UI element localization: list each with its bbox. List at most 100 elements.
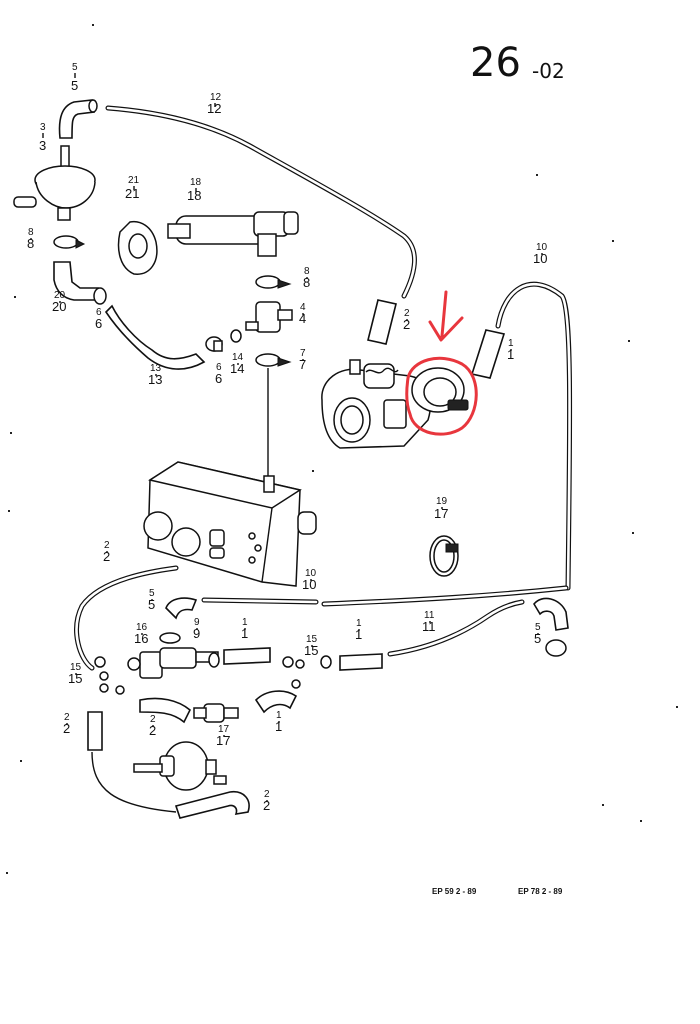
part-label-top: 16 xyxy=(136,622,148,633)
highlight-circle xyxy=(405,356,478,436)
part-label-top: 2 xyxy=(404,308,410,319)
part-elbow-hose xyxy=(58,99,98,139)
part-label-bottom: 15 xyxy=(304,643,318,658)
part-label-bottom: 8 xyxy=(27,236,34,251)
part-label-top: 1 xyxy=(508,338,514,349)
part-clip xyxy=(53,235,86,249)
part-label-bottom: 2 xyxy=(403,317,410,332)
page-number: 26 -02 xyxy=(470,40,565,86)
part-label-bottom: 9 xyxy=(193,626,200,641)
part-sensor xyxy=(167,211,299,257)
page-number-main: 26 xyxy=(470,40,521,86)
page-number-suffix: -02 xyxy=(532,59,565,83)
part-label-bottom: 7 xyxy=(299,357,306,372)
part-label-top: 10 xyxy=(536,242,548,253)
footer: EP 59 2 - 89 EP 78 2 - 89 xyxy=(432,887,563,896)
part-label-top: 3 xyxy=(40,122,46,133)
part-label-top: 14 xyxy=(232,352,244,363)
part-label-top: 17 xyxy=(218,724,230,735)
part-label-top: 5 xyxy=(72,62,78,73)
part-vacuum-unit xyxy=(13,145,96,221)
part-lower-return-tube xyxy=(91,751,177,813)
part-lower-tube-10 xyxy=(201,585,569,607)
part-label-top: 10 xyxy=(305,568,317,579)
part-label-top: 18 xyxy=(190,177,202,188)
part-bracket xyxy=(117,220,158,275)
part-label-bottom: 4 xyxy=(299,311,306,326)
labels: 5 5 3 3 12 12 21 21 18 18 8 8 20 20 6 6 … xyxy=(27,62,548,813)
highlight-annotation xyxy=(405,290,478,436)
part-loop-tube xyxy=(495,281,573,591)
part-t-piece xyxy=(245,275,293,478)
part-label-bottom: 5 xyxy=(148,597,155,612)
part-label-top: 15 xyxy=(306,634,318,645)
part-label-top: 5 xyxy=(535,622,541,633)
part-label-top: 2 xyxy=(150,714,156,725)
part-elbow-small xyxy=(165,597,569,657)
part-label-top: 21 xyxy=(128,175,140,186)
part-label-top: 1 xyxy=(356,618,362,629)
part-label-top: 20 xyxy=(54,290,66,301)
part-label-bottom: 10 xyxy=(533,251,547,266)
part-label-bottom: 6 xyxy=(215,371,222,386)
part-tube-11 xyxy=(387,599,525,657)
part-long-tube xyxy=(105,105,418,299)
part-label-top: 13 xyxy=(150,363,162,374)
part-check-valve xyxy=(193,703,239,723)
part-label-top: 2 xyxy=(264,789,270,800)
part-label-bottom: 17 xyxy=(434,506,448,521)
part-label-top: 8 xyxy=(304,266,310,277)
scan-specks xyxy=(6,24,678,874)
part-label-bottom: 21 xyxy=(125,186,139,201)
part-label-bottom: 13 xyxy=(148,372,162,387)
part-label-bottom: 16 xyxy=(134,631,148,646)
part-label-bottom: 2 xyxy=(103,549,110,564)
part-label-bottom: 1 xyxy=(507,347,514,362)
part-label-bottom: 2 xyxy=(263,798,270,813)
part-hose-long xyxy=(104,304,206,370)
part-label-bottom: 12 xyxy=(207,101,221,116)
part-hose-1-mid xyxy=(223,647,383,671)
part-connector xyxy=(205,329,242,352)
part-label-bottom: 2 xyxy=(63,721,70,736)
part-label-bottom: 1 xyxy=(355,627,362,642)
part-label-top: 12 xyxy=(210,92,222,103)
part-label-top: 8 xyxy=(28,227,34,238)
footer-code-left: EP 59 2 - 89 xyxy=(432,887,477,896)
part-label-bottom: 8 xyxy=(303,275,310,290)
part-ring xyxy=(159,632,181,644)
part-throttle-body xyxy=(321,359,469,449)
part-label-bottom: 1 xyxy=(241,626,248,641)
part-label-top: 2 xyxy=(64,712,70,723)
part-label-bottom: 10 xyxy=(302,577,316,592)
part-label-top: 9 xyxy=(194,617,200,628)
part-label-top: 15 xyxy=(70,662,82,673)
part-label-bottom: 2 xyxy=(149,723,156,738)
part-label-bottom: 1 xyxy=(275,719,282,734)
part-label-top: 6 xyxy=(96,307,102,318)
part-control-unit xyxy=(143,461,317,587)
part-hose-2-lower xyxy=(87,697,250,819)
part-label-bottom: 3 xyxy=(39,138,46,153)
part-label-top: 19 xyxy=(436,496,448,507)
highlight-arrow xyxy=(428,290,464,342)
part-label-bottom: 14 xyxy=(230,361,244,376)
part-label-top: 4 xyxy=(300,302,306,313)
part-hose-1-lower xyxy=(254,690,298,714)
part-label-top: 5 xyxy=(149,588,155,599)
part-label-bottom: 17 xyxy=(216,733,230,748)
part-label-top: 6 xyxy=(216,362,222,373)
part-hose-2-upper xyxy=(367,299,397,345)
part-label-top: 1 xyxy=(242,617,248,628)
part-label-bottom: 5 xyxy=(71,78,78,93)
part-label-bottom: 11 xyxy=(422,619,436,634)
part-small-connectors xyxy=(94,655,332,695)
part-label-bottom: 5 xyxy=(534,631,541,646)
part-hose-short xyxy=(53,261,107,305)
footer-code-right: EP 78 2 - 89 xyxy=(518,887,563,896)
part-label-top: 2 xyxy=(104,540,110,551)
part-pressure-regulator xyxy=(133,741,227,791)
part-label-bottom: 20 xyxy=(52,299,66,314)
part-hose-1-upper xyxy=(470,329,506,379)
